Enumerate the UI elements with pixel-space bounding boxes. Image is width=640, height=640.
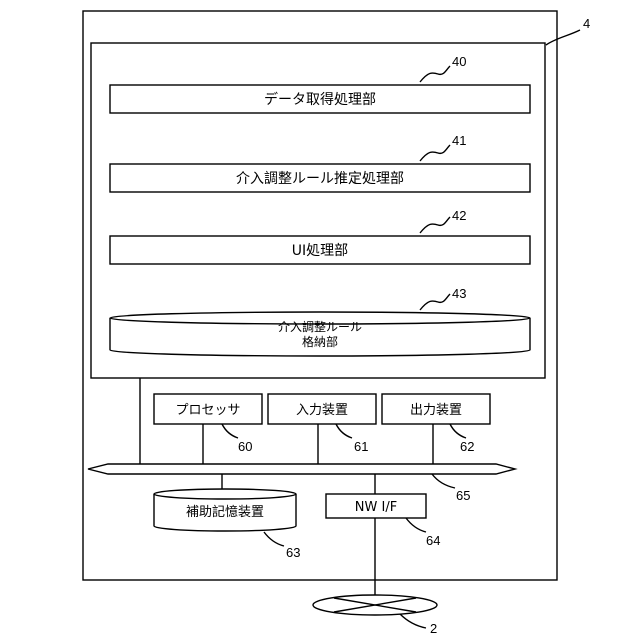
module-41-ref: 41: [452, 133, 466, 148]
storage-43-ref: 43: [452, 286, 466, 301]
processor-label: プロセッサ: [175, 403, 240, 418]
bus-arrow: [88, 464, 515, 474]
rule-storage-label-line1: 介入調整ルール: [278, 319, 362, 334]
bus-ref: 65: [456, 488, 470, 503]
input-device-label: 入力装置: [296, 403, 348, 418]
input-device-ref: 61: [354, 439, 368, 454]
output-device-label: 出力装置: [410, 403, 462, 418]
data-acquisition-unit-label: データ取得処理部: [264, 91, 376, 108]
aux-storage-label: 補助記憶装置: [186, 504, 264, 520]
nw-if-label: NW I/F: [355, 500, 397, 515]
ui-unit-label: UI処理部: [292, 243, 348, 259]
output-device-ref: 62: [460, 439, 474, 454]
processor-ref: 60: [238, 439, 252, 454]
network-ref-leader: [400, 614, 426, 628]
module-40-ref: 40: [452, 54, 466, 69]
aux-storage-ref: 63: [286, 545, 300, 560]
network-ref: 2: [430, 621, 437, 636]
device-ref: 4: [583, 16, 590, 31]
rule-storage-label-line2: 格納部: [302, 334, 338, 349]
nw-if-ref: 64: [426, 533, 440, 548]
rule-estimation-unit-label: 介入調整ルール推定処理部: [236, 171, 404, 187]
module-42-ref: 42: [452, 208, 466, 223]
rule-storage-cylinder: [110, 312, 530, 356]
